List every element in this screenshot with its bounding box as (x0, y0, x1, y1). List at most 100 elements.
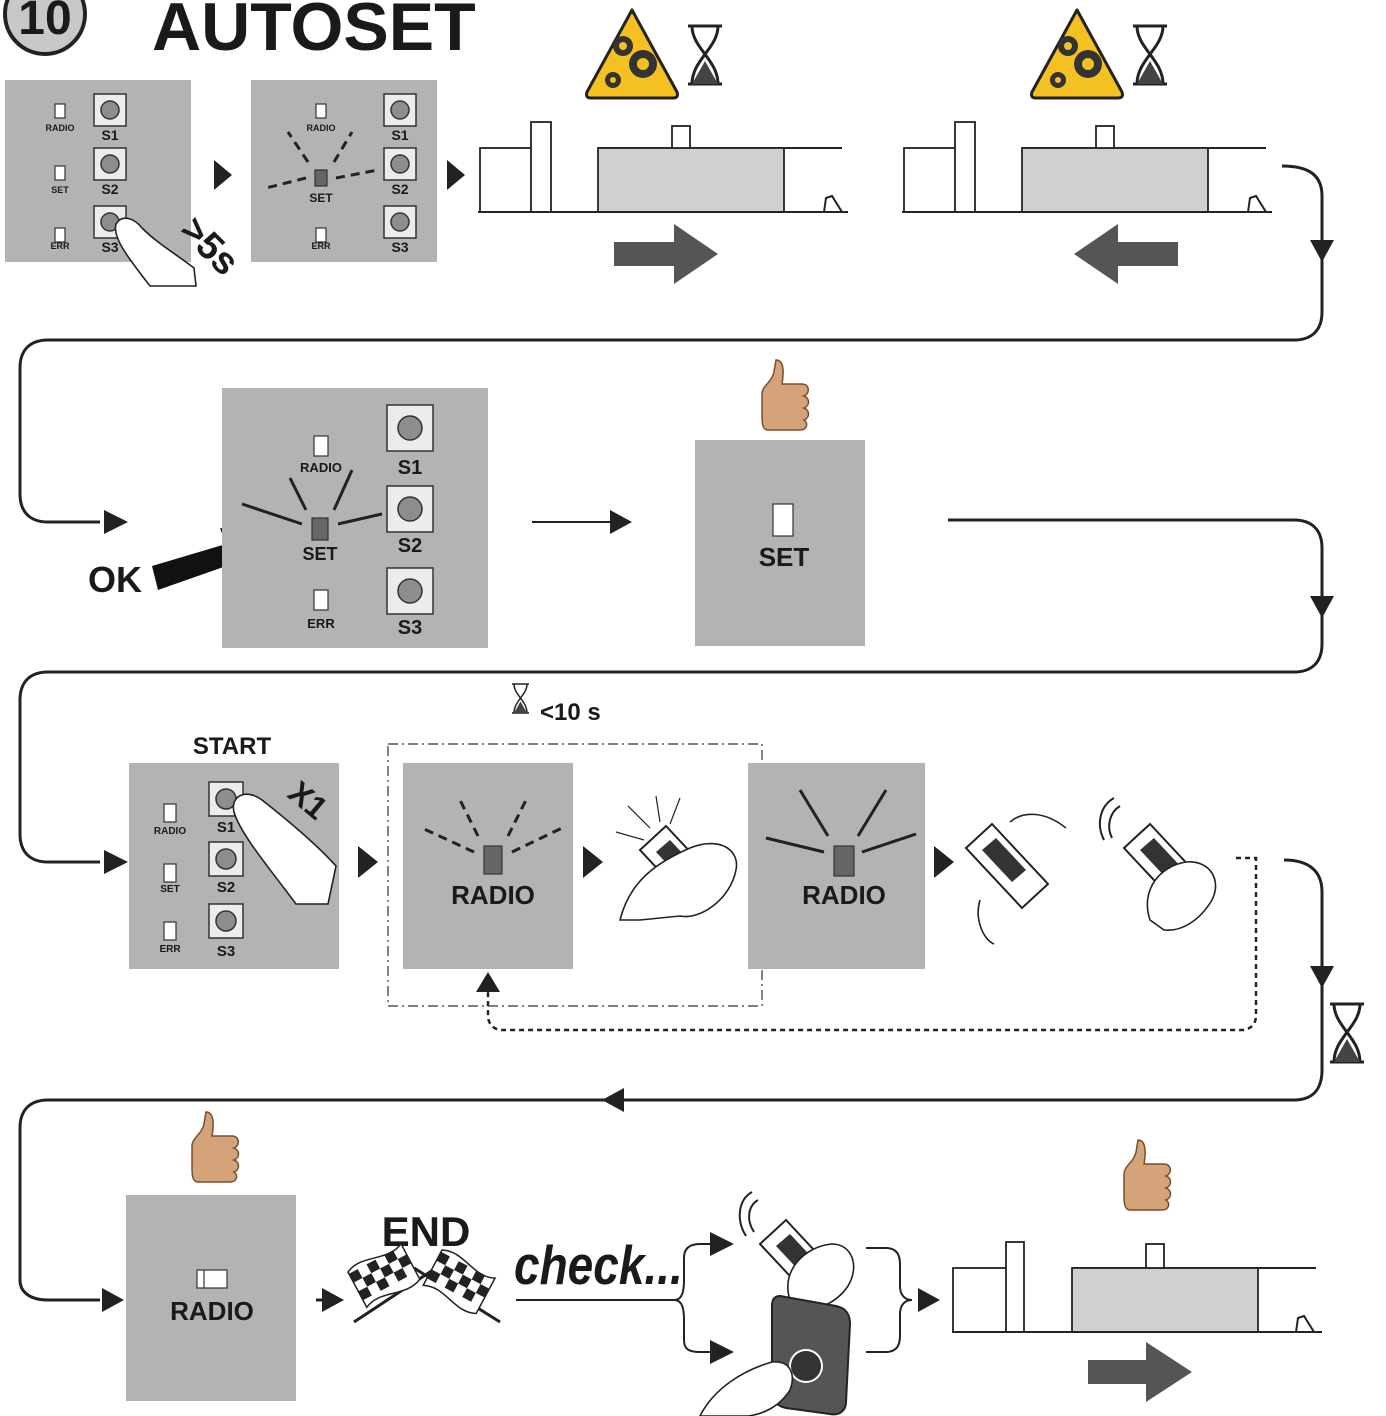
arrow-right-icon (710, 1232, 734, 1256)
thumbs-up-icon (1123, 1139, 1172, 1211)
led-radio-blinking (483, 845, 503, 875)
button-s3-label: S3 (217, 943, 235, 960)
arrow-right-icon (447, 160, 465, 190)
remote-press-key (615, 795, 738, 921)
button-s2-label: S2 (101, 181, 118, 197)
arrow-right-icon (934, 846, 954, 878)
led-err (54, 227, 66, 243)
panel-set-done: SET (695, 440, 865, 646)
led-set-label: SET (160, 884, 179, 895)
led-radio-label: RADIO (307, 123, 336, 133)
hourglass-icon (686, 24, 724, 86)
hand-icon (618, 842, 738, 921)
gate-final-open (952, 1241, 1322, 1402)
flow-line (18, 164, 1324, 524)
arrow-down-icon (1310, 596, 1334, 618)
led-err-label: ERR (159, 944, 181, 955)
button-s2-label: S2 (217, 879, 235, 896)
remote-check (738, 1191, 855, 1312)
led-err-label: ERR (307, 616, 335, 631)
repeat-loop-line (486, 856, 1258, 1032)
panel-radio-done: RADIO (126, 1195, 296, 1401)
direction-left-icon (1074, 224, 1178, 284)
panel-radio-blinking: RADIO (403, 763, 573, 969)
arrow-right-icon (583, 846, 603, 878)
led-radio-label: RADIO (300, 460, 342, 475)
button-s1-label: S1 (217, 819, 235, 836)
arrow-left-icon (602, 1088, 624, 1112)
button-s3-label: S3 (101, 239, 118, 255)
gears-warning-icon (585, 8, 679, 100)
ok-label: OK (88, 559, 142, 600)
arrow-right-icon (214, 160, 232, 190)
page-title: AUTOSET (152, 0, 476, 65)
button-s3-label: S3 (398, 617, 422, 639)
signal-waves-icon (1098, 797, 1121, 841)
merge-lines (866, 1247, 913, 1353)
arrow-right-icon (610, 510, 632, 534)
end-label: END (382, 1208, 471, 1255)
panel-press-s1: RADIO SET ERR S1 S2 S3 X1 (129, 763, 339, 969)
thumbs-up-icon (191, 1111, 240, 1183)
arrow-right-icon (358, 846, 378, 878)
remote-control-icon (965, 823, 1049, 909)
thumbs-up-icon (761, 359, 810, 431)
led-set-blinking (314, 169, 328, 187)
led-set (54, 165, 66, 181)
gate-closing (902, 121, 1272, 284)
led-set-label: SET (309, 191, 333, 205)
led-set-label: SET (51, 185, 69, 195)
led-radio (54, 103, 66, 119)
direction-right-icon (1088, 1342, 1192, 1402)
wall-keypad-check (699, 1294, 852, 1416)
gears-warning-icon (1030, 8, 1124, 100)
gate-opening (478, 121, 848, 284)
hand-icon (1146, 861, 1217, 931)
arrow-right-icon (322, 1288, 344, 1312)
led-set-label: SET (302, 544, 337, 564)
remote-and-hand (965, 813, 1067, 945)
remote-transmitting (1098, 797, 1217, 931)
led-set-off (772, 503, 794, 537)
timer-label: <10 s (540, 699, 601, 726)
checkered-flags-icon (345, 1240, 501, 1324)
flow-line (18, 858, 1324, 1302)
arrow-right-icon (104, 850, 128, 874)
arrow-down-icon (1310, 966, 1334, 988)
led-radio-label: RADIO (170, 1296, 254, 1326)
panel-set-confirm: RADIO SET ERR S1 S2 S3 (222, 388, 488, 648)
led-err-label: ERR (311, 241, 331, 251)
led-radio-off (196, 1269, 228, 1289)
panel-radio-on: RADIO (748, 763, 925, 969)
led-radio-label: RADIO (451, 880, 535, 910)
step-badge: 10 (3, 0, 87, 56)
led-radio-label: RADIO (46, 123, 75, 133)
start-label: START (193, 733, 272, 760)
arrow-right-icon (102, 1288, 124, 1312)
arrow-up-icon (476, 972, 500, 992)
signal-waves-icon (738, 1191, 759, 1237)
led-radio-label: RADIO (154, 826, 186, 837)
flow-line (18, 518, 1324, 864)
button-s1-label: S1 (391, 127, 408, 143)
hourglass-icon (1131, 24, 1169, 86)
led-set-label: SET (759, 542, 810, 572)
finger-icon (114, 217, 197, 287)
button-s2-label: S2 (391, 181, 408, 197)
hand-icon (699, 1361, 794, 1416)
arrow-right-icon (104, 510, 128, 534)
button-s1-label: S1 (101, 127, 118, 143)
button-s3-label: S3 (391, 239, 408, 255)
button-s2-label: S2 (398, 535, 422, 557)
panel-set-blinking: RADIO SET ERR S1 S2 S3 (251, 80, 437, 262)
button-s1-label: S1 (398, 457, 422, 479)
direction-right-icon (614, 224, 718, 284)
branch-lines (516, 1243, 712, 1353)
panel-hold-s3: RADIO SET ERR S1 S2 S3 >5s (5, 80, 247, 287)
led-set-on (311, 517, 329, 541)
hourglass-icon (1328, 1002, 1366, 1064)
step-number: 10 (18, 0, 71, 45)
led-err-label: ERR (50, 241, 70, 251)
hourglass-icon (511, 683, 530, 714)
